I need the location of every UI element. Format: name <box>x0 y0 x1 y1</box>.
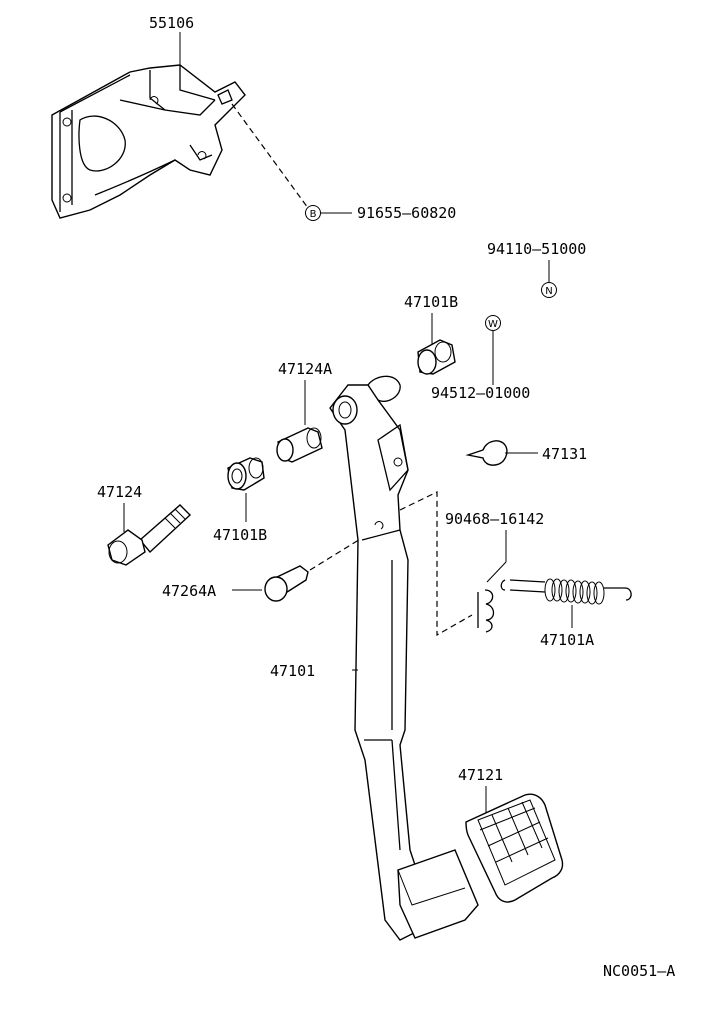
clip-90468 <box>477 589 495 633</box>
bushing-47101b-top <box>417 339 456 375</box>
svg-text:N: N <box>545 286 552 297</box>
label-55106: 55106 <box>149 14 194 32</box>
label-47264A: 47264A <box>162 582 216 600</box>
svg-text:B: B <box>310 209 317 220</box>
pedal-bracket <box>51 64 246 219</box>
pedal-pad-47121 <box>465 793 564 903</box>
stopper-47131 <box>465 440 508 466</box>
label-94512-01000: 94512–01000 <box>431 384 530 402</box>
bolt-47124 <box>107 504 192 566</box>
label-47101B-top: 47101B <box>404 293 458 311</box>
label-94110-51000: 94110–51000 <box>487 240 586 258</box>
bushing-47101b-bottom <box>227 457 265 491</box>
label-47101: 47101 <box>270 662 315 680</box>
label-47124A: 47124A <box>278 360 332 378</box>
label-47131: 47131 <box>542 445 587 463</box>
symbol-n: N <box>541 282 557 298</box>
label-47121: 47121 <box>458 766 503 784</box>
label-91655-60820: 91655–60820 <box>357 204 456 222</box>
symbol-b: B <box>305 205 321 221</box>
label-47101A: 47101A <box>540 631 594 649</box>
pin-47264a <box>264 565 309 602</box>
symbol-w: W <box>485 315 501 331</box>
svg-text:W: W <box>488 319 498 330</box>
diagram-code: NC0051–A <box>603 962 675 980</box>
label-47101B-bottom: 47101B <box>213 526 267 544</box>
collar-47124a <box>276 427 323 463</box>
return-spring-47101a <box>500 578 632 605</box>
brake-pedal-arm-47101 <box>329 375 479 941</box>
label-47124: 47124 <box>97 483 142 501</box>
label-90468-16142: 90468–16142 <box>445 510 544 528</box>
